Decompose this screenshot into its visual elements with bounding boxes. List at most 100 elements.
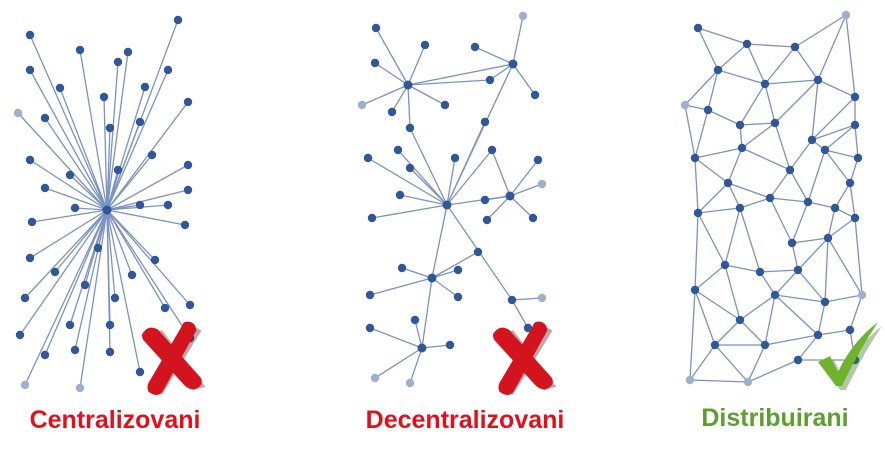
network-node <box>807 135 817 145</box>
network-link <box>684 104 696 159</box>
network-node <box>823 233 833 243</box>
network-link <box>845 14 856 98</box>
network-link <box>739 294 776 321</box>
network-link <box>746 43 766 85</box>
network-link <box>714 344 749 383</box>
network-link <box>431 269 459 279</box>
network-node <box>102 205 112 215</box>
network-link <box>24 209 108 386</box>
network-node <box>163 65 173 75</box>
network-node <box>518 11 528 21</box>
network-link <box>54 209 108 273</box>
network-node <box>363 153 373 163</box>
network-link <box>817 14 847 81</box>
network-node <box>25 155 35 165</box>
network-node <box>720 260 730 270</box>
network-link <box>739 197 771 209</box>
network-link <box>764 46 796 85</box>
network-link <box>414 319 423 349</box>
decentralized-network-diagram <box>350 0 580 400</box>
network-link <box>694 264 726 291</box>
check-shape <box>818 322 878 386</box>
network-link <box>431 277 459 298</box>
network-link <box>106 209 191 339</box>
network-node <box>420 40 430 50</box>
network-link <box>849 157 859 184</box>
network-link <box>489 63 514 81</box>
network-link <box>824 294 863 303</box>
network-link <box>511 299 529 329</box>
network-node <box>793 355 803 365</box>
network-link <box>511 297 543 301</box>
network-link <box>371 204 448 219</box>
network-link <box>714 319 741 346</box>
network-node <box>790 42 800 52</box>
network-link <box>697 182 729 214</box>
network-node <box>528 213 538 223</box>
network-link <box>69 209 108 326</box>
network-node <box>703 105 713 115</box>
network-link <box>817 329 851 336</box>
network-node <box>405 123 415 133</box>
network-node <box>75 383 85 393</box>
network-node <box>365 290 375 300</box>
network-link <box>747 344 766 383</box>
network-node <box>93 243 103 253</box>
network-node <box>685 375 695 385</box>
network-node <box>367 213 377 223</box>
network-link <box>789 169 809 203</box>
network-node <box>850 120 860 130</box>
network-node <box>365 323 375 333</box>
network-node <box>110 293 120 303</box>
network-node <box>841 10 851 20</box>
network-link <box>694 289 741 321</box>
edges <box>684 14 863 383</box>
network-node <box>680 100 690 110</box>
network-link <box>106 154 153 211</box>
decentralized-label: Decentralizovani <box>365 406 565 434</box>
network-link <box>741 122 776 149</box>
network-node <box>20 380 30 390</box>
network-link <box>759 271 776 296</box>
network-link <box>106 164 189 211</box>
network-node <box>140 82 150 92</box>
network-node <box>370 58 380 68</box>
network-link <box>106 209 191 306</box>
network-link <box>106 86 146 211</box>
network-link <box>397 149 448 206</box>
nodes <box>680 10 867 387</box>
network-node <box>803 197 813 207</box>
network-link <box>824 149 851 184</box>
network-node <box>760 79 770 89</box>
centralized-label: Centralizovani <box>29 406 201 434</box>
network-link <box>106 101 189 211</box>
network-link <box>797 237 829 271</box>
nodes <box>13 15 195 393</box>
network-node <box>845 325 855 335</box>
network-link <box>791 237 829 244</box>
network-node <box>150 255 160 265</box>
network-node <box>357 100 367 110</box>
network-node <box>403 80 413 90</box>
network-link <box>791 201 809 244</box>
network-node <box>105 347 115 357</box>
network-link <box>697 27 748 45</box>
network-node <box>410 315 420 325</box>
network-link <box>29 34 108 211</box>
nodes <box>357 11 547 388</box>
network-link <box>717 69 766 85</box>
network-link <box>774 269 799 296</box>
network-link <box>421 344 451 349</box>
network-node <box>793 265 803 275</box>
network-link <box>509 159 539 197</box>
network-link <box>17 112 108 211</box>
network-link <box>69 174 108 211</box>
network-link <box>824 149 859 159</box>
edges <box>361 15 543 384</box>
network-link <box>694 157 699 214</box>
network-node <box>395 190 405 200</box>
network-link <box>106 209 141 373</box>
network-node <box>737 143 747 153</box>
network-link <box>407 84 411 129</box>
network-link <box>724 264 741 321</box>
